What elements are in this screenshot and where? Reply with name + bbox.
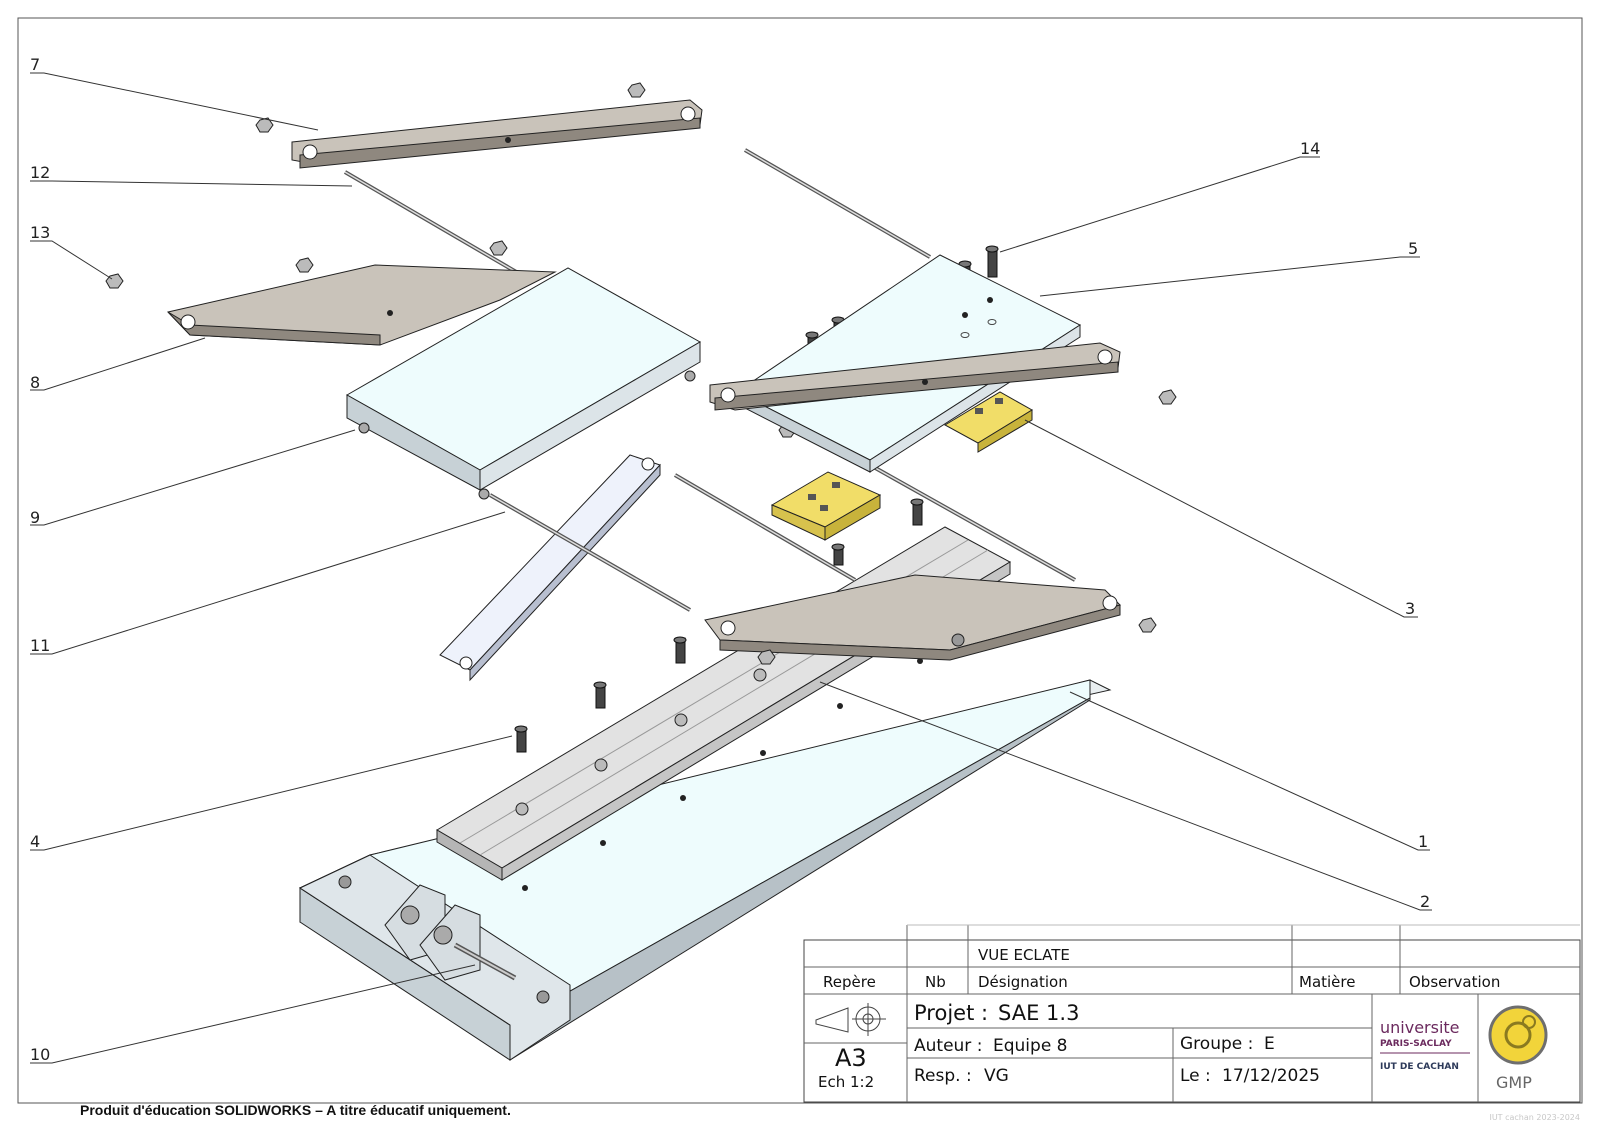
groupe-value: E (1264, 1034, 1275, 1054)
iut-name: IUT DE CACHAN (1380, 1062, 1459, 1072)
callout-3: 3 (1405, 599, 1415, 618)
top-plate-left (345, 267, 702, 500)
callout-numbers: 7 12 13 8 9 11 4 10 14 5 3 1 2 (30, 55, 1430, 1064)
lower-link-bar (439, 454, 661, 682)
callout-2: 2 (1420, 892, 1430, 911)
callout-14: 14 (1300, 139, 1320, 158)
callout-11: 11 (30, 636, 50, 655)
le-value: 17/12/2025 (1222, 1066, 1320, 1086)
nuts (105, 82, 1177, 665)
university-subname: PARIS-SACLAY (1380, 1039, 1452, 1049)
paper-format: A3 (835, 1044, 867, 1072)
groupe-label: Groupe : (1180, 1034, 1253, 1054)
callout-4: 4 (30, 832, 40, 851)
callout-9: 9 (30, 508, 40, 527)
drawing-scale: Ech 1:2 (818, 1073, 874, 1091)
educational-notice: Produit d'éducation SOLIDWORKS – A titre… (80, 1102, 511, 1118)
drawing-frame (17, 17, 1583, 1104)
callout-10: 10 (30, 1045, 50, 1064)
upper-arm-8 (167, 264, 557, 346)
upper-arm-right (709, 342, 1121, 411)
projection-symbol (815, 1003, 886, 1036)
callout-8: 8 (30, 373, 40, 392)
gmp-label: GMP (1496, 1073, 1532, 1092)
col-nb: Nb (925, 973, 946, 991)
watermark: IUT cachan 2023-2024 (1489, 1113, 1580, 1122)
col-observation: Observation (1409, 973, 1500, 991)
title-block: VUE ECLATE Repère Nb Désignation Matière… (803, 924, 1581, 1103)
university-logo: universite PARIS-SACLAY IUT DE CACHAN (1380, 1018, 1470, 1072)
axes (343, 148, 1076, 612)
callout-5: 5 (1408, 239, 1418, 258)
gear-icon (1522, 1015, 1536, 1029)
callout-7: 7 (30, 55, 40, 74)
upper-arm-7 (291, 99, 703, 169)
leader-lines (30, 72, 1432, 1064)
projet-label: Projet : (914, 1001, 988, 1025)
resp-label: Resp. : (914, 1066, 972, 1086)
lower-arm (704, 574, 1121, 661)
base-plate (298, 658, 1112, 1061)
gmp-logo: GMP (1488, 1005, 1548, 1092)
view-title: VUE ECLATE (978, 946, 1070, 964)
resp-value: VG (984, 1066, 1009, 1086)
callout-12: 12 (30, 163, 50, 182)
callout-13: 13 (30, 223, 50, 242)
col-repere: Repère (823, 973, 876, 991)
callout-1: 1 (1418, 832, 1428, 851)
col-matiere: Matière (1299, 973, 1355, 991)
col-designation: Désignation (978, 973, 1068, 991)
university-name: universite (1380, 1018, 1460, 1037)
le-label: Le : (1180, 1066, 1211, 1086)
guide-blocks (770, 391, 1033, 541)
projet-value: SAE 1.3 (998, 1001, 1079, 1025)
auteur-label: Auteur : (914, 1036, 982, 1056)
auteur-value: Equipe 8 (993, 1036, 1068, 1056)
